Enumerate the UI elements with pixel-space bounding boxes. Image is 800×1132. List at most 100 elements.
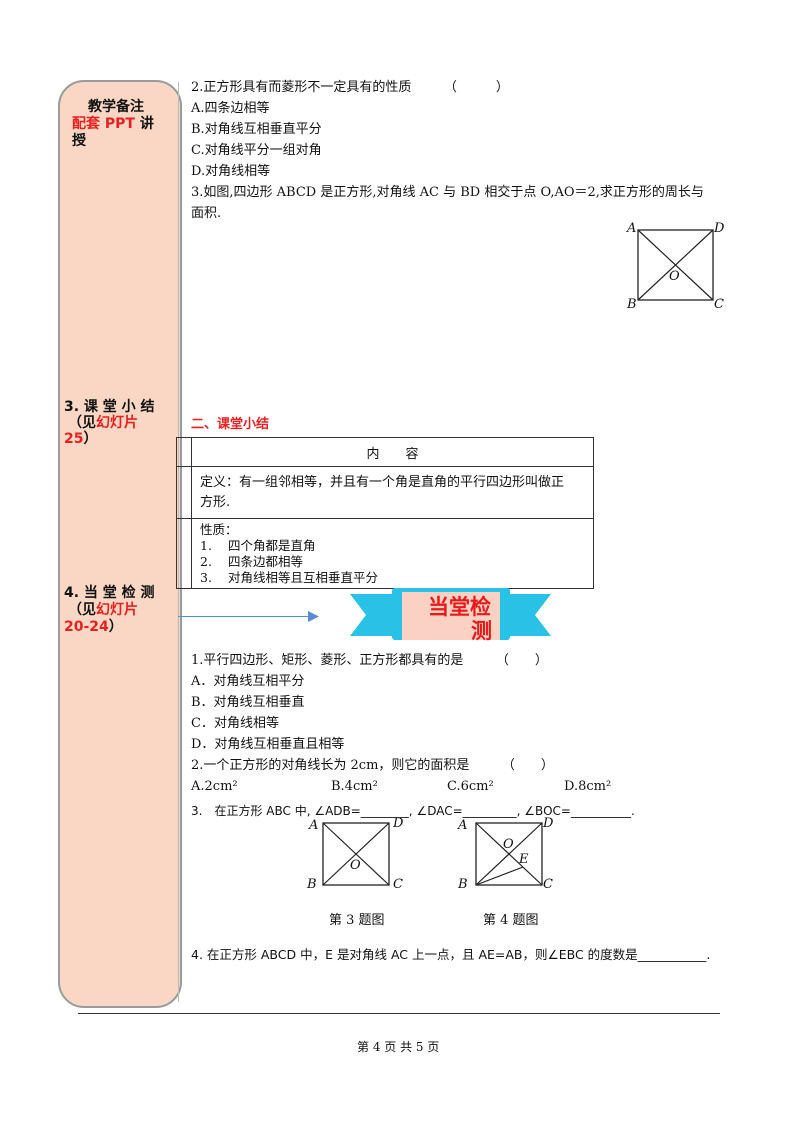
figure4-caption: 第 4 题图 [483, 913, 539, 928]
sidebar-test-close-paren: ） [108, 619, 123, 635]
figure3-caption: 第 3 题图 [329, 913, 385, 928]
arrow-head-icon [308, 611, 319, 622]
summary-header-text: 内 容 [366, 446, 419, 462]
sidebar-section-summary: 3. 课 堂 小 结 [64, 399, 155, 415]
property-number: 1. [200, 538, 212, 553]
definition-line1: 定义：有一组邻相等，并且有一个角是直角的平行四边形叫做正 [200, 475, 565, 490]
sidebar-test-slide-label: 幻灯片 [96, 602, 138, 618]
sidebar-summary-slide-ref: （见幻灯片 [68, 414, 138, 432]
square-outline [475, 822, 543, 886]
fig1-label-a: A [627, 221, 637, 236]
sidebar-test-paren: （见 [68, 602, 96, 618]
summary-properties-cell: 性质： 1. 四个角都是直角 2. 四条边都相等 3. 对角线相等且互相垂直平分 [191, 518, 594, 589]
diagonal-bd [637, 229, 714, 301]
ribbon-right-tail [500, 594, 551, 636]
summary-header-row: 内 容 [176, 437, 594, 467]
property-text: 四个角都是直角 [228, 538, 316, 553]
q2-option-c: C.对角线平分一组对角 [191, 143, 322, 158]
fig4-label-b: B [458, 877, 468, 892]
banner-title-line1: 当堂检 [428, 595, 491, 619]
property-item: 2. 四条边都相等 [200, 554, 585, 570]
summary-header-cell: 内 容 [191, 437, 594, 467]
square-figure-q4-test [475, 822, 543, 886]
q3-stem-line1: 3.如图,四边形 ABCD 是正方形,对角线 AC 与 BD 相交于点 O,AO… [191, 185, 704, 200]
sidebar-ppt-note-line3: 授 [72, 133, 86, 149]
q2-stem: 2.正方形具有而菱形不一定具有的性质 （ ） [191, 80, 509, 95]
diagonal-bd [322, 822, 390, 886]
summary-heading: 二、课堂小结 [191, 417, 270, 432]
connector-arrow-line [178, 616, 318, 617]
ribbon-label-panel [402, 592, 500, 640]
test-q1-option-d: D．对角线互相垂直且相等 [191, 737, 345, 752]
sidebar-ppt-note: 配套 PPT 讲 [72, 115, 154, 133]
sidebar-title: 教学备注 [88, 99, 144, 115]
property-item: 3. 对角线相等且互相垂直平分 [200, 570, 585, 586]
fig3-label-a: A [309, 818, 319, 833]
sidebar-summary-slide-number: 25） [64, 430, 97, 448]
summary-index-cell [176, 518, 192, 589]
property-number: 3. [200, 570, 212, 585]
test-q2-option-b: B.4cm² [331, 779, 378, 794]
test-q2-option-d: D.8cm² [564, 779, 612, 794]
summary-index-cell [176, 437, 192, 467]
sidebar-summary-slide-label: 幻灯片 [96, 415, 138, 431]
sidebar-summary-close-paren: ） [83, 431, 98, 447]
sidebar-test-slide-ref: （见幻灯片 [68, 601, 138, 619]
square-figure-q3 [637, 229, 714, 301]
fig1-label-d: D [714, 221, 725, 236]
property-number: 2. [200, 554, 212, 569]
test-q1-stem: 1.平行四边形、矩形、菱形、正方形都具有的是 （ ） [191, 653, 548, 668]
sidebar-summary-slide-num: 25 [64, 431, 84, 447]
test-q2-option-c: C.6cm² [447, 779, 494, 794]
summary-definition-cell: 定义：有一组邻相等，并且有一个角是直角的平行四边形叫做正 方形. [191, 466, 594, 519]
test-q1-option-a: A．对角线互相平分 [191, 674, 305, 689]
fig3-label-c: C [393, 877, 403, 892]
property-item: 1. 四个角都是直角 [200, 538, 585, 554]
test-q1-option-b: B．对角线互相垂直 [191, 695, 305, 710]
square-outline [322, 822, 390, 886]
test-q2-option-a: A.2cm² [191, 779, 238, 794]
sidebar-ppt-suffix: 讲 [139, 116, 154, 132]
fig3-label-o: O [350, 858, 361, 873]
sidebar-test-slide-number: 20-24） [64, 618, 123, 636]
summary-table: 内 容 定义：有一组邻相等，并且有一个角是直角的平行四边形叫做正 方形. 性质：… [176, 437, 594, 589]
square-figure-q3-test [322, 822, 390, 886]
definition-line2: 方形. [200, 495, 231, 510]
teaching-notes-sidebar [58, 80, 182, 1008]
test-q1-option-c: C．对角线相等 [191, 716, 279, 731]
test-q2-stem: 2.一个正方形的对角线长为 2cm，则它的面积是 （ ） [191, 758, 554, 773]
fig1-label-o: O [669, 269, 680, 284]
fig4-label-o: O [503, 837, 514, 852]
sidebar-section-test: 4. 当 堂 检 测 [64, 585, 155, 601]
summary-definition-row: 定义：有一组邻相等，并且有一个角是直角的平行四边形叫做正 方形. [176, 466, 594, 519]
segment-be [475, 866, 524, 886]
test-ribbon-banner [350, 588, 551, 640]
q3-stem-line2: 面积. [191, 206, 222, 221]
diagonal-bd [475, 822, 543, 886]
fig1-label-b: B [627, 297, 637, 312]
test-q3-stem: 3. 在正方形 ABC 中, ∠ADB=________, ∠DAC=_____… [191, 804, 635, 818]
sidebar-test-slide-num: 20-24 [64, 619, 109, 635]
sidebar-ppt-label: 配套 PPT [72, 116, 135, 132]
property-text: 四条边都相等 [228, 554, 304, 569]
ribbon-left-tail [350, 594, 402, 636]
q2-option-d: D.对角线相等 [191, 164, 271, 179]
sidebar-summary-paren: （见 [68, 415, 96, 431]
property-text: 对角线相等且互相垂直平分 [228, 570, 379, 585]
q2-option-b: B.对角线互相垂直平分 [191, 122, 322, 137]
page-number: 第 4 页 共 5 页 [357, 1040, 440, 1054]
footer-rule [78, 1013, 720, 1014]
properties-title: 性质： [200, 522, 238, 537]
fig4-label-d: D [543, 816, 554, 831]
summary-properties-row: 性质： 1. 四个角都是直角 2. 四条边都相等 3. 对角线相等且互相垂直平分 [176, 518, 594, 589]
fig3-label-b: B [307, 877, 317, 892]
fig3-label-d: D [393, 816, 404, 831]
q2-option-a: A.四条边相等 [191, 101, 270, 116]
test-q4-stem: 4. 在正方形 ABCD 中，E 是对角线 AC 上一点，且 AE=AB，则∠E… [191, 947, 711, 962]
summary-index-cell [176, 466, 192, 519]
fig1-label-c: C [714, 297, 724, 312]
banner-title-line2: 测 [471, 619, 492, 643]
square-outline [637, 229, 714, 301]
fig4-label-c: C [543, 877, 553, 892]
fig4-label-e: E [519, 852, 529, 867]
